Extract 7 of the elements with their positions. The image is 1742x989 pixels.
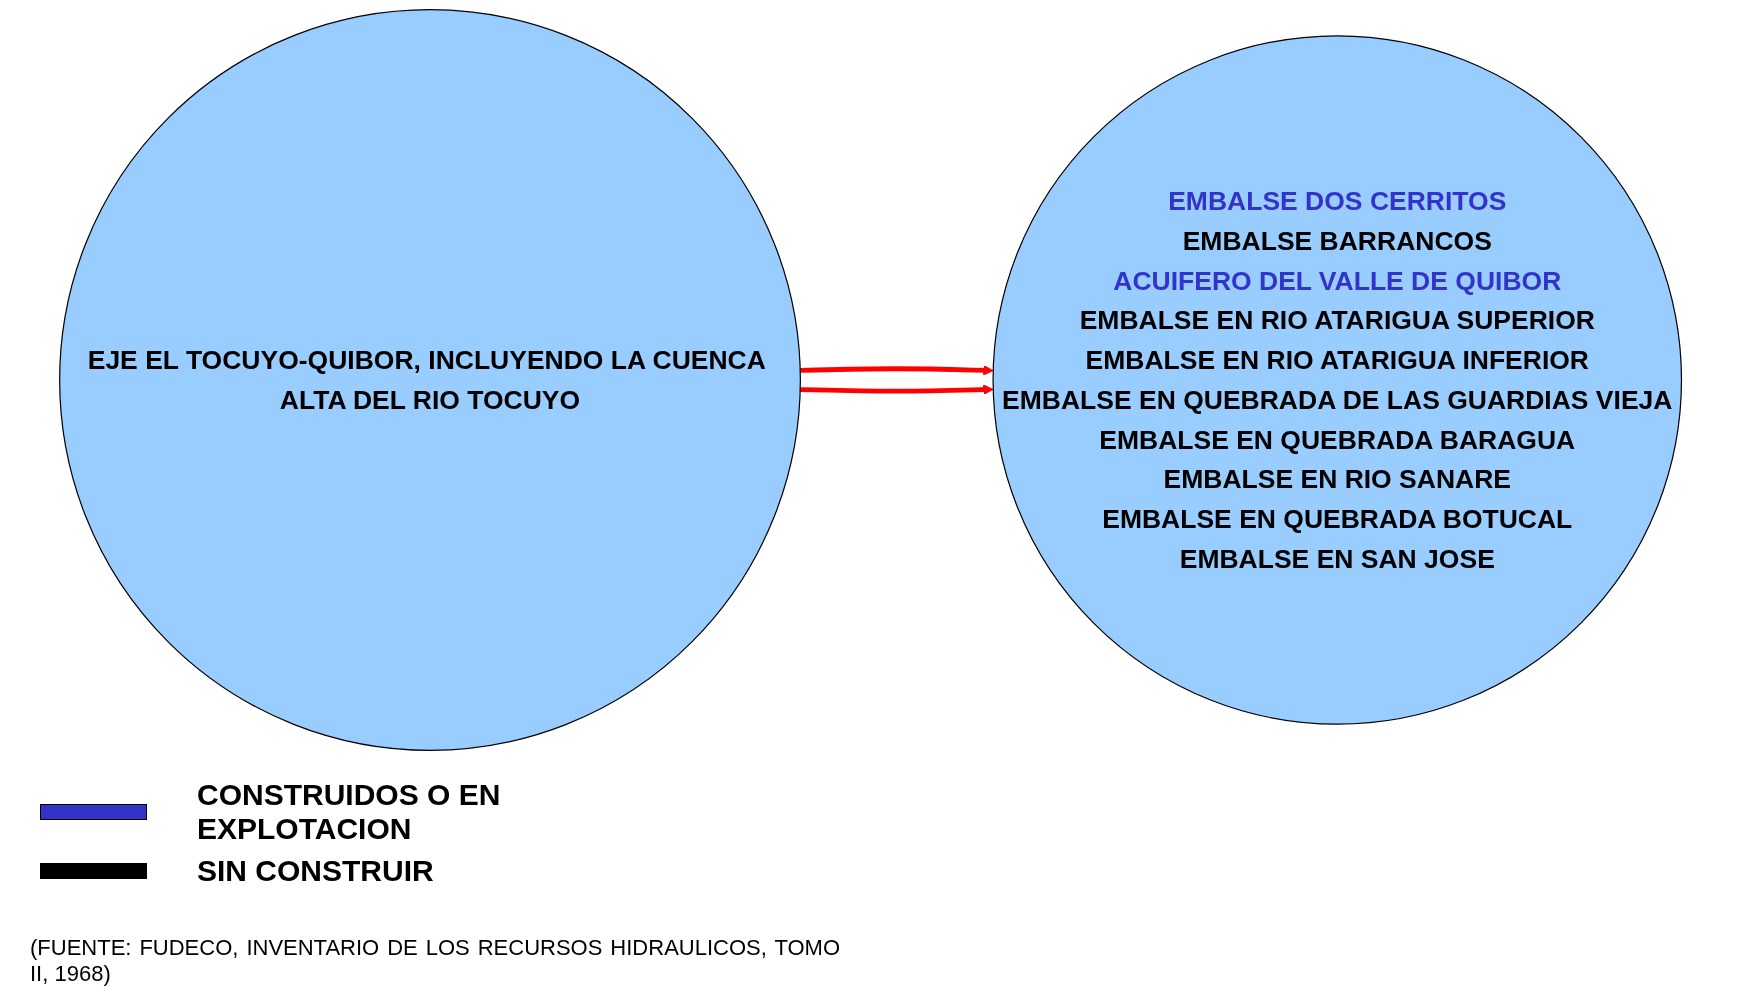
legend-label: CONSTRUIDOS O EN EXPLOTACION	[197, 778, 502, 846]
node-circle: EMBALSE DOS CERRITOS EMBALSE BARRANCOS ACUIFERO DEL VALLE DE QUIBOR EMBALSE EN RIO ATARIGUA SUPERIOR EMBALSE EN RIO ATARIGUA INFERIOR EMBALSE EN QUEBRADA DE LAS GUARDIAS VIEJA EMBALSE EN QUEBRADA BARAGUA EMBALSE EN RIO SANARE EMBALSE EN QUEBRADA BOTUCAL EMBALSE EN SAN JOSE	[992, 35, 1683, 725]
node-circle: EJE EL TOCUYO-QUIBOR, INCLUYENDO LA CUENCA ALTA DEL RIO TOCUYO	[59, 9, 802, 751]
arrow	[800, 365, 995, 376]
arrow	[800, 384, 995, 395]
source-caption: (FUENTE: FUDECO, INVENTARIO DE LOS RECURSOS HIDRAULICOS, TOMO II, 1968)	[30, 935, 840, 987]
legend-label: SIN CONSTRUIR	[197, 854, 435, 888]
